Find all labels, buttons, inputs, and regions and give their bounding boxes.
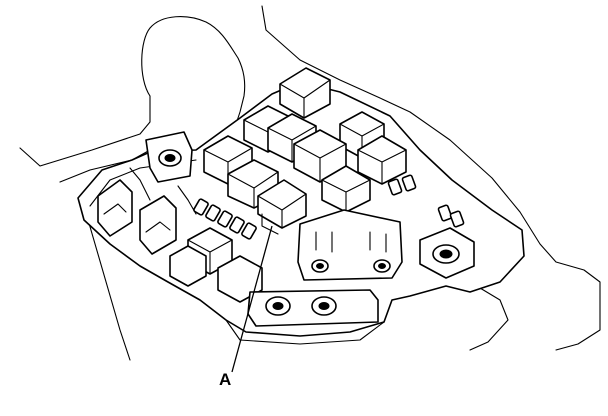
relay-top xyxy=(279,67,331,119)
relay-row3-b xyxy=(321,165,371,213)
right-terminal xyxy=(419,227,475,279)
fuse-slots xyxy=(193,174,465,240)
callout-a-label: A xyxy=(219,370,232,389)
relay-lower-left-2 xyxy=(169,245,207,287)
relay-a xyxy=(257,179,307,235)
relay-row2-b xyxy=(293,129,347,183)
left-brackets xyxy=(97,167,197,255)
top-left-terminal xyxy=(145,131,193,183)
surrounding-structure xyxy=(19,5,601,361)
bottom-terminal-block xyxy=(247,289,379,327)
relay-row2-c xyxy=(357,135,407,185)
center-fuse-block xyxy=(297,209,403,281)
relay-lower-mid xyxy=(217,255,263,303)
relay-blocks xyxy=(169,67,407,303)
callout-a-leader xyxy=(231,225,273,373)
